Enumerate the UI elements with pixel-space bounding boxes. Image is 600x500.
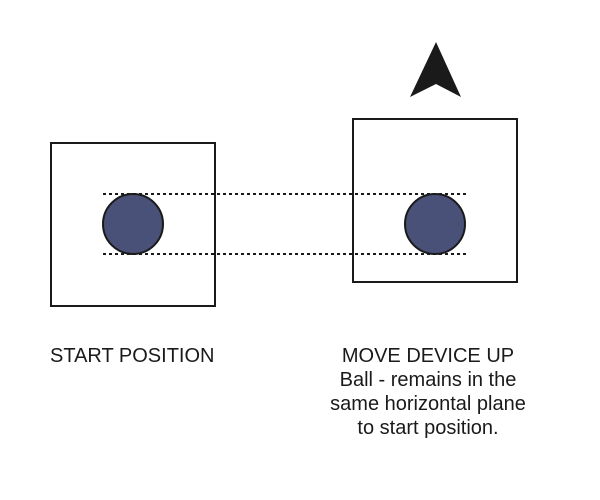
move-description-line-2: same horizontal plane [330,393,526,415]
move-device-label: MOVE DEVICE UP [341,345,515,367]
start-position-label: START POSITION [50,345,215,367]
start-ball [102,193,164,255]
up-arrow-icon [410,42,461,97]
moved-ball [404,193,466,255]
moved-device-box [352,118,518,283]
move-description-line-1: Ball - remains in the [339,369,517,391]
move-description-line-3: to start position. [357,417,499,439]
move-device-caption: MOVE DEVICE UP Ball - remains in the sam… [314,344,542,440]
start-device-box [50,142,216,307]
